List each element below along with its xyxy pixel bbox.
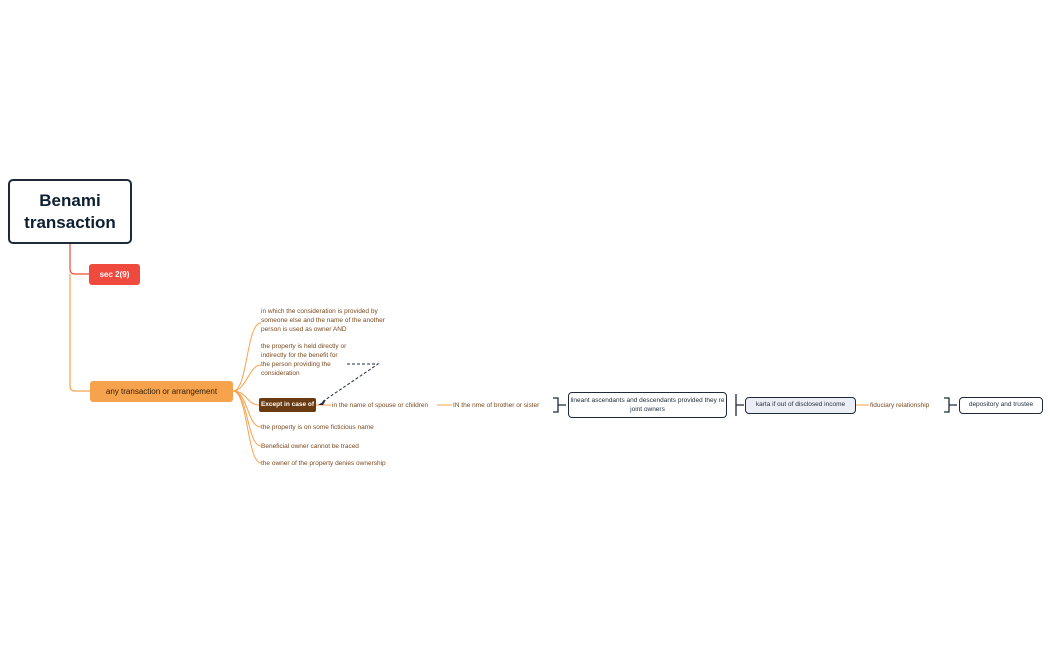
brother-sister-topic[interactable]: IN the nme of brother or sister — [453, 402, 540, 409]
fiduciary-topic[interactable]: fiduciary relationship — [870, 402, 930, 409]
denies-ownership-topic[interactable]: the owner of the property denies ownersh… — [261, 460, 386, 467]
lineant-ascendants-topic[interactable]: lineant ascendants and descendants provi… — [568, 392, 727, 418]
bracket-lineant-karta — [735, 394, 744, 416]
depository-trustee-topic[interactable]: depository and trustee — [959, 397, 1043, 414]
consideration-topic[interactable]: in which the consideration is provided b… — [261, 308, 385, 333]
sec-2-9-topic[interactable]: sec 2(9) — [89, 264, 140, 285]
spouse-children-topic[interactable]: in the name of spouse or children — [332, 402, 429, 409]
link-root-sec — [69, 244, 89, 275]
link-beneficial — [232, 390, 262, 447]
fictitious-name-topic[interactable]: the property is on some ficticious name — [261, 424, 374, 431]
link-fictitious — [232, 390, 262, 428]
benefit-topic[interactable]: the property is held directly or indirec… — [261, 343, 347, 377]
any-transaction-topic[interactable]: any transaction or arrangement — [90, 381, 233, 402]
root-topic[interactable]: Benami transaction — [8, 179, 132, 244]
except-in-case-of-topic[interactable]: Except in case of — [259, 398, 316, 412]
bracket-fiduciary-depo — [944, 397, 957, 413]
link-root-any — [69, 274, 90, 392]
link-benefit — [232, 364, 262, 392]
beneficial-owner-topic[interactable]: Beneficial owner cannot be traced — [261, 443, 359, 450]
dashed-relationship — [321, 363, 380, 403]
arrow-head — [318, 400, 326, 405]
karta-topic[interactable]: karta if out of disclosed income — [745, 397, 856, 414]
bracket-brother-lineant — [553, 397, 566, 413]
link-denies — [232, 390, 262, 464]
link-consideration — [232, 322, 262, 392]
